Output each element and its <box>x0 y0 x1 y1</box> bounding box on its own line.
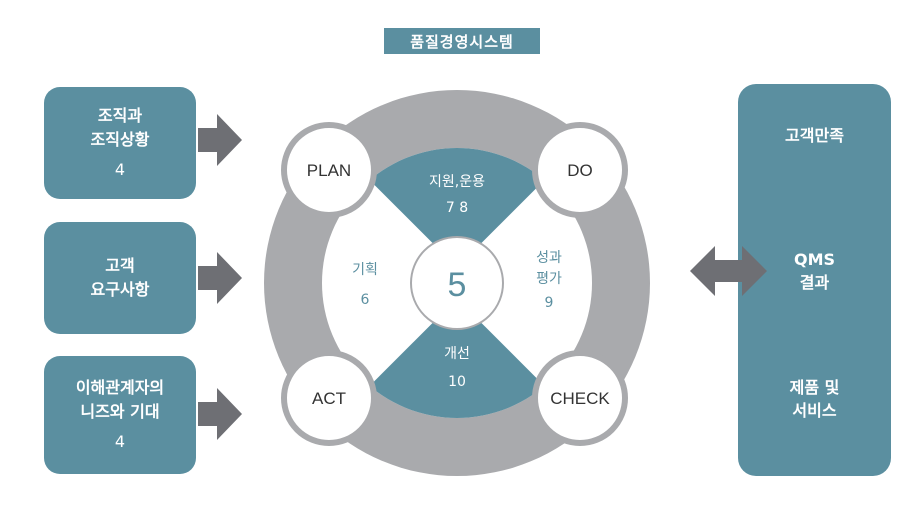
segment-right-label-line1: 성과 <box>536 250 562 266</box>
segment-bottom-label: 개선 <box>444 346 470 362</box>
arrow-right-icon <box>198 388 242 440</box>
segment-top-number: 7 8 <box>446 200 468 216</box>
input-clause-number: 4 <box>114 160 126 179</box>
diagram-title: 품질경영시스템 <box>384 28 540 54</box>
node-do <box>532 122 628 218</box>
node-check-label: CHECK <box>550 389 610 408</box>
segment-bottom-number: 10 <box>448 374 466 390</box>
output-label-line2: 서비스 <box>792 401 837 420</box>
input-label-line2: 요구사항 <box>90 280 150 299</box>
input-label-line2: 조직상황 <box>90 130 150 149</box>
output-label-line1: 고객만족 <box>785 126 844 145</box>
center-circle <box>410 236 504 330</box>
output-panel: 고객만족 QMS 결과 제품 및 서비스 <box>738 84 891 476</box>
node-plan <box>281 122 377 218</box>
input-label-line2: 니즈와 기대 <box>80 402 160 421</box>
output-label-line2: 결과 <box>799 273 830 292</box>
input-label-line1: 이해관계자의 <box>75 378 165 397</box>
segment-left-number: 6 <box>361 292 370 308</box>
segment-support-operation <box>330 148 584 283</box>
segment-left-label: 기획 <box>352 262 378 278</box>
node-act <box>281 350 377 446</box>
segment-improvement <box>330 283 584 418</box>
center-clause-number: 5 <box>448 266 467 304</box>
output-customer-satisfaction: 고객만족 <box>738 124 891 147</box>
arrow-right-icon <box>198 114 242 166</box>
node-do-label: DO <box>567 161 593 180</box>
output-products-services: 제품 및 서비스 <box>738 376 891 422</box>
arrow-right-icon <box>198 252 242 304</box>
input-label-line1: 조직과 <box>97 106 143 125</box>
input-clause-number: 4 <box>114 432 126 451</box>
output-label-line1: QMS <box>793 250 836 269</box>
input-organization-context: 조직과 조직상황 4 <box>44 87 196 199</box>
input-customer-requirements: 고객 요구사항 <box>44 222 196 334</box>
segment-right-label-line2: 평가 <box>536 271 562 287</box>
double-arrow-icon <box>690 246 767 296</box>
input-label-line1: 고객 <box>105 256 135 275</box>
node-check <box>532 350 628 446</box>
output-qms-results: QMS 결과 <box>738 248 891 294</box>
segment-top-label: 지원,운용 <box>429 174 485 190</box>
input-stakeholder-needs: 이해관계자의 니즈와 기대 4 <box>44 356 196 474</box>
output-label-line1: 제품 및 <box>789 378 840 397</box>
node-act-label: ACT <box>312 389 346 408</box>
segment-right-number: 9 <box>545 295 554 311</box>
node-plan-label: PLAN <box>307 161 351 180</box>
